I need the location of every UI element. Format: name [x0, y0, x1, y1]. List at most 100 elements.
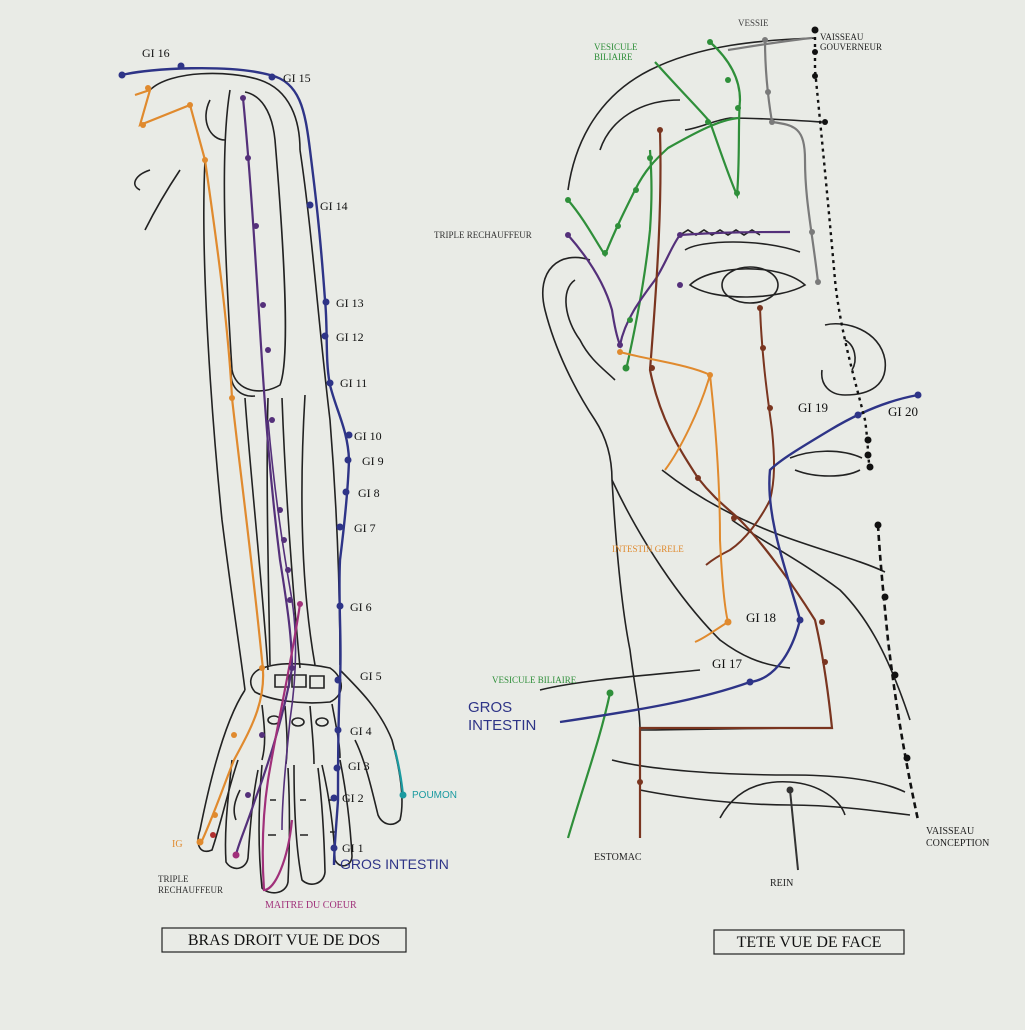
dot-arm-gi-8	[344, 456, 352, 464]
label-head-point-3: GI 18	[746, 610, 776, 625]
dot-vb-3	[735, 105, 741, 111]
dot-vb-10	[565, 197, 571, 203]
meridian-intestin-grele-arm	[134, 88, 265, 846]
dot-estomac-3	[695, 475, 701, 481]
dot-tr-1	[240, 95, 246, 101]
label-arm-point-5: GI 12	[336, 330, 364, 344]
dot-vb-8	[615, 223, 621, 229]
dot-rein	[786, 786, 794, 794]
dot-vg-5	[864, 436, 872, 444]
dot-ig-5	[229, 395, 235, 401]
label-vessie: VESSIE	[738, 18, 769, 28]
meridian-rein-head	[789, 789, 799, 871]
meridian-gros-intestin-head	[559, 393, 919, 724]
label-arm-point-3: GI 14	[320, 199, 348, 213]
dot-estomac-1	[657, 127, 663, 133]
dot-vg-4	[822, 119, 828, 125]
dot-ig-6	[259, 665, 265, 671]
dot-ig-2	[140, 122, 146, 128]
head-outline	[539, 37, 911, 819]
label-gi-head-line2: INTESTIN	[468, 717, 536, 734]
dot-arm-gi-5	[321, 332, 329, 340]
dot-vb-1	[707, 39, 713, 45]
dot-vg-6	[864, 451, 872, 459]
dot-vg-1	[811, 26, 819, 34]
dot-tr-11	[289, 665, 295, 671]
dot-estomac-7	[767, 405, 773, 411]
dot-arm-gi-9	[342, 488, 350, 496]
meridian-triple-rechauffeur-arm	[234, 97, 294, 856]
dot-arm-start	[118, 71, 126, 79]
label-arm-point-6: GI 11	[340, 376, 367, 390]
label-vesicule-top: VESICULE BILIAIRE	[594, 42, 640, 62]
dot-vessie-1	[762, 37, 768, 43]
label-arm-point-4: GI 13	[336, 296, 364, 310]
dot-ig-4	[202, 157, 208, 163]
dot-estomac-2	[649, 365, 655, 371]
dot-tr-4	[260, 302, 266, 308]
dot-estomac-5	[757, 305, 763, 311]
caption-head: TETE VUE DE FACE	[737, 934, 882, 951]
dot-arm-gi-10	[336, 523, 344, 531]
meridian-gros-intestin-arm	[121, 66, 351, 866]
label-rein: REIN	[770, 878, 793, 889]
label-arm-point-14: GI 3	[348, 759, 370, 773]
label-arm-point-1: GI 16	[142, 46, 170, 60]
label-ig: IG	[172, 839, 183, 850]
dot-ig-head-3	[724, 618, 732, 626]
meridian-vaisseau-gouverneur	[813, 30, 872, 471]
label-vaisseau-conception: VAISSEAU CONCEPTION	[926, 826, 989, 849]
label-arm-point-13: GI 4	[350, 724, 372, 738]
dot-arm-gi-13	[334, 726, 342, 734]
dot-mc-1	[297, 601, 303, 607]
label-maitre-du-coeur: MAITRE DU COEUR	[265, 900, 357, 911]
meridian-estomac-branch	[705, 307, 776, 566]
label-vb-top-line1: VESICULE	[594, 42, 638, 52]
label-head-point-1: GI 19	[798, 400, 828, 415]
dot-ig-1	[145, 85, 151, 91]
dot-mc-2	[210, 832, 216, 838]
label-gi-head-line1: GROS	[468, 699, 512, 716]
dot-gi-head-17	[746, 678, 754, 686]
dot-tr-head-3	[677, 232, 683, 238]
dot-vg-3	[812, 73, 818, 79]
label-arm-point-10: GI 7	[354, 521, 376, 535]
dot-arm-gi-3	[306, 201, 314, 209]
dot-vessie-3	[769, 119, 775, 125]
meridian-triple-rechauffeur-head	[567, 230, 791, 349]
caption-box-arm	[161, 927, 407, 953]
label-gros-intestin-head: GROS INTESTIN	[468, 699, 536, 734]
dot-vb-6	[647, 155, 653, 161]
dot-vb-4	[705, 119, 711, 125]
dot-estomac-8	[819, 619, 825, 625]
dot-arm-gi-7	[345, 431, 353, 439]
label-poumon: POUMON	[412, 790, 457, 801]
dot-tr-2	[245, 155, 251, 161]
label-arm-triple: TRIPLE RECHAUFFEUR	[158, 874, 223, 895]
dot-arm-gi-16	[330, 844, 338, 852]
meridian-maitre-du-coeur-arm	[261, 603, 302, 892]
dot-tr-3	[253, 223, 259, 229]
dot-arm-gi-12	[334, 676, 342, 684]
dot-gi-head-18	[796, 616, 804, 624]
dot-tr-8	[281, 537, 287, 543]
label-arm-triple-line1: TRIPLE	[158, 874, 189, 884]
dot-tr-13	[245, 792, 251, 798]
dot-vg-2	[812, 49, 818, 55]
label-head-point-2: GI 20	[888, 404, 918, 419]
dot-arm-gi-14	[333, 764, 341, 772]
dot-gi-head-19	[854, 411, 862, 419]
dot-arm-gi-6	[326, 379, 334, 387]
dot-tr-5	[265, 347, 271, 353]
dot-tr-10	[287, 597, 293, 603]
dot-vb-5	[734, 190, 740, 196]
dot-estomac-6	[760, 345, 766, 351]
dot-estomac-10	[637, 779, 643, 785]
label-intestin-grele: INTESTIN GRELE	[612, 544, 684, 554]
caption-arm: BRAS DROIT VUE DE DOS	[188, 932, 380, 949]
dot-vb-7	[633, 187, 639, 193]
arm-other-dots	[118, 71, 407, 859]
